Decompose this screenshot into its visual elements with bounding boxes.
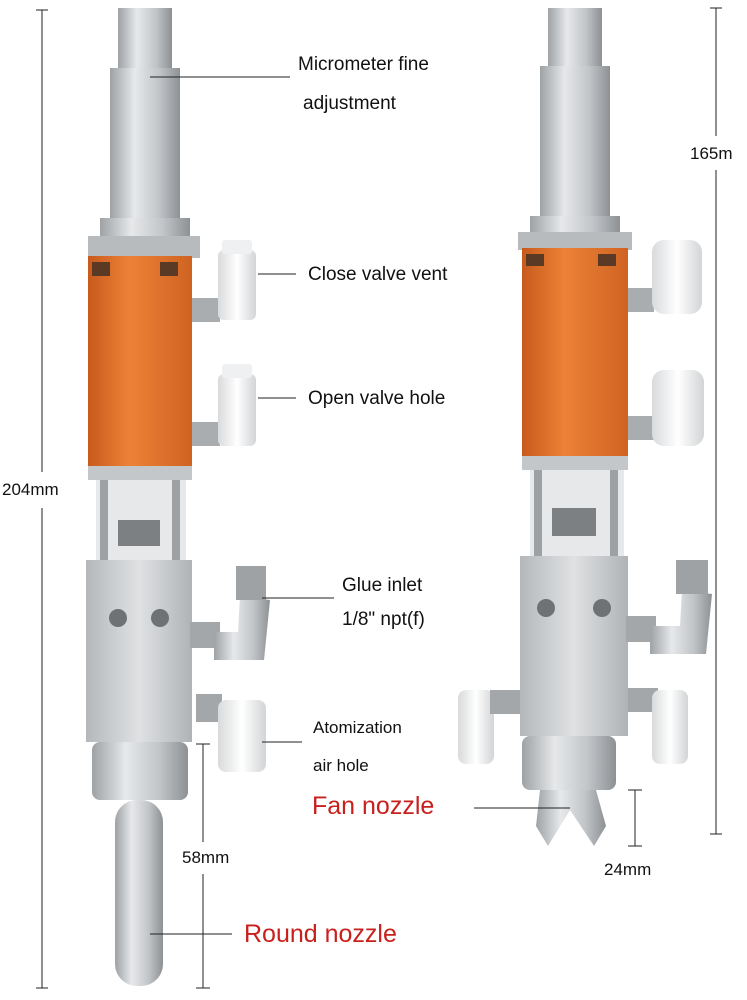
total-height-dimension: 204mm [2,480,59,499]
atomization-label-line2: air hole [313,756,369,775]
left-orange-cylinder [88,256,192,466]
round-nozzle-label: Round nozzle [244,920,397,948]
right-atomization-fitting-left [458,690,494,764]
right-micrometer-knob [548,8,602,66]
right-height-dimension: 165m [690,144,733,163]
right-open-valve-fitting [652,370,704,446]
left-micrometer-barrel [110,68,180,218]
left-atomization-fitting [218,700,266,772]
left-micrometer-knob [118,8,172,68]
left-glue-inlet-elbow [214,596,270,660]
micrometer-label-line1: Micrometer fine [298,54,429,75]
round-nozzle-body [115,800,163,986]
left-open-valve-fitting [218,374,256,446]
open-valve-label: Open valve hole [308,388,446,409]
right-glue-inlet-elbow [650,590,712,654]
round-nozzle-length-dimension: 58mm [182,848,230,867]
right-close-valve-fitting [652,240,702,314]
glue-inlet-label-line1: Glue inlet [342,575,423,596]
left-close-valve-fitting [218,250,256,320]
dimension-lines [36,7,722,989]
fan-nozzle-tip [536,790,606,846]
close-valve-label: Close valve vent [308,264,448,285]
right-dispense-valve [458,8,712,846]
right-orange-cylinder [522,248,628,456]
atomization-label-line1: Atomization [313,718,402,737]
right-micrometer-barrel [540,66,610,216]
right-steel-block [520,556,628,736]
right-atomization-fitting-right [652,690,688,764]
left-steel-block [86,560,192,742]
left-dispense-valve [86,8,270,986]
micrometer-label-line2: adjustment [303,93,396,114]
fan-nozzle-length-dimension: 24mm [604,860,652,879]
fan-nozzle-label: Fan nozzle [312,792,435,820]
glue-inlet-label-line2: 1/8" npt(f) [342,609,425,630]
